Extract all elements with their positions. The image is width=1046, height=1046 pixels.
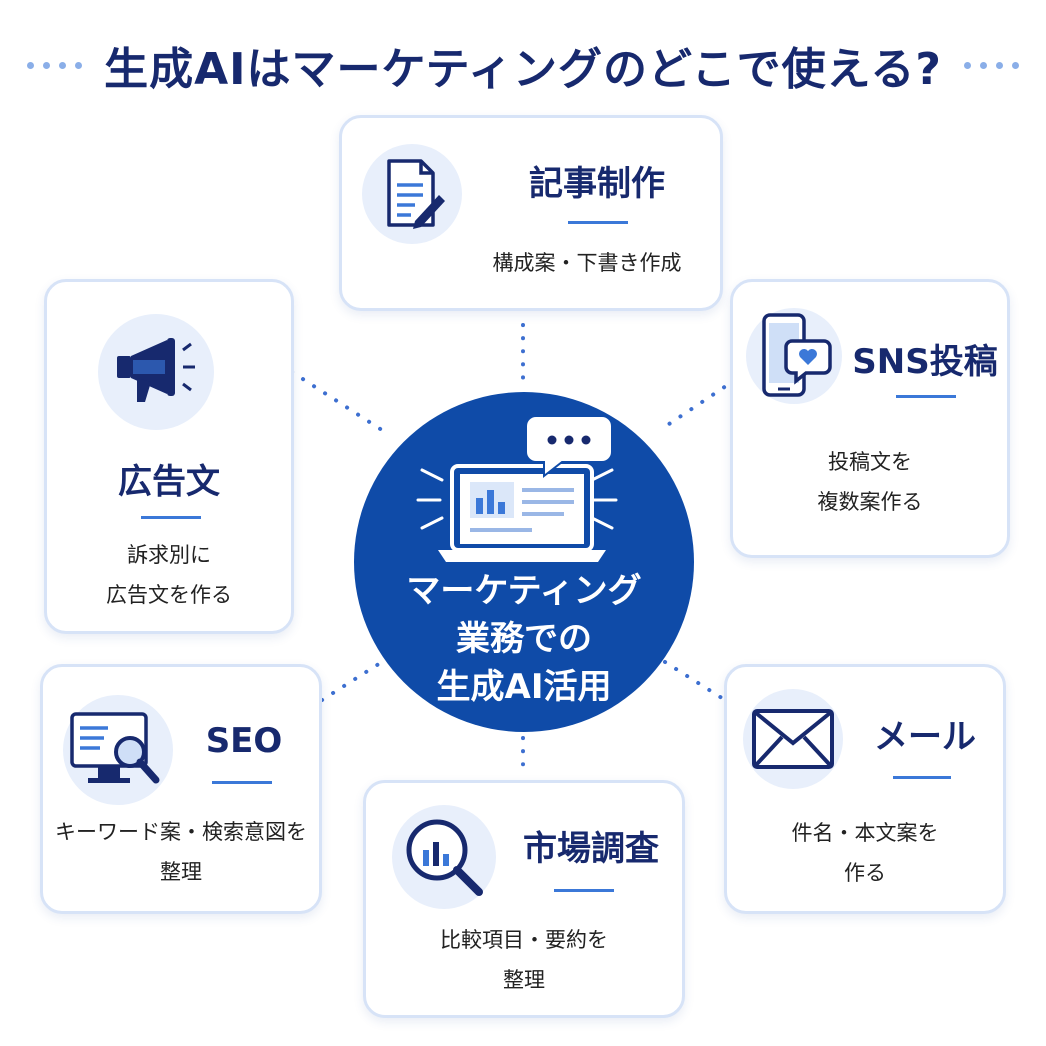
smartphone-heart-icon (746, 308, 842, 404)
card-seo-desc: キーワード案・検索意図を 整理 (55, 820, 307, 884)
connector-seo (320, 658, 387, 702)
title-bar: 生成AIはマーケティングのどこで使える? (0, 30, 1046, 100)
card-article-underline (568, 221, 628, 224)
megaphone-icon (98, 314, 214, 430)
card-article-title: 記事制作 (529, 164, 665, 204)
card-sns: SNS投稿 投稿文を 複数案作る (730, 279, 1010, 558)
title-right-dots (963, 61, 1019, 69)
card-research: 市場調査 比較項目・要約を 整理 (363, 780, 685, 1018)
card-sns-title: SNS投稿 (852, 342, 998, 382)
card-mail-desc: 件名・本文案を 作る (791, 821, 939, 885)
card-article: 記事制作 構成案・下書き作成 (339, 115, 723, 311)
chart-magnifier-icon (392, 805, 496, 909)
page-title: 生成AIはマーケティングのどこで使える? (104, 44, 942, 95)
connector-sns (658, 378, 737, 432)
center-hub: マーケティング 業務での 生成AI活用 (354, 392, 694, 732)
card-ad-title: 広告文 (118, 462, 220, 502)
card-ad-underline (141, 516, 201, 519)
card-ad: 広告文 訴求別に 広告文を作る (44, 279, 294, 634)
card-research-underline (554, 889, 614, 892)
card-research-desc: 比較項目・要約を 整理 (440, 928, 608, 992)
connector-mail (663, 660, 727, 702)
card-sns-underline (896, 395, 956, 398)
laptop-chat-icon (416, 415, 618, 562)
card-mail-title: メール (874, 717, 976, 757)
card-mail: メール 件名・本文案を 作る (724, 664, 1006, 914)
document-pencil-icon (362, 144, 462, 244)
card-article-desc: 構成案・下書き作成 (492, 251, 682, 275)
card-mail-underline (893, 776, 951, 779)
card-ad-desc: 訴求別に 広告文を作る (106, 543, 232, 607)
card-sns-desc: 投稿文を 複数案作る (817, 450, 923, 514)
monitor-magnifier-icon (63, 695, 173, 805)
card-seo: SEO キーワード案・検索意図を 整理 (40, 664, 322, 914)
connector-ad (290, 370, 387, 434)
center-label: マーケティング 業務での 生成AI活用 (406, 571, 642, 707)
title-left-dots (27, 61, 83, 69)
card-seo-underline (212, 781, 272, 784)
envelope-icon (743, 689, 843, 789)
card-seo-title: SEO (205, 721, 283, 761)
card-research-title: 市場調査 (523, 829, 659, 869)
